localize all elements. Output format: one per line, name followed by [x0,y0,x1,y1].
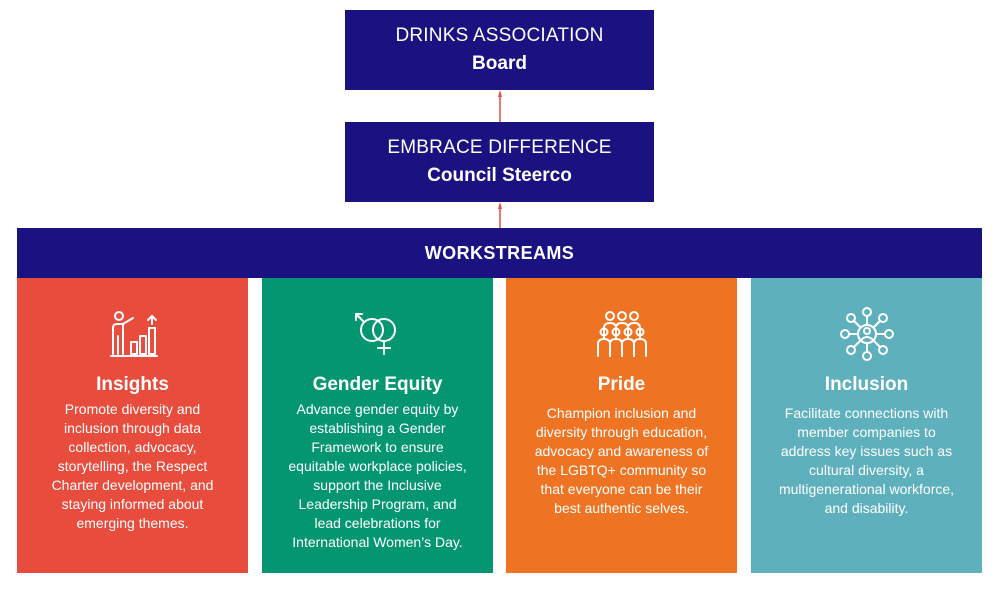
board-title: Board [472,53,527,74]
workstream-card-gender-equity: Gender Equity Advance gender equity by e… [262,278,493,573]
arrow-up-icon [498,202,502,228]
council-node: EMBRACE DIFFERENCE Council Steerco [345,122,654,202]
gender-symbols-icon [354,313,396,355]
council-program-label: EMBRACE DIFFERENCE [387,137,612,158]
card-title: Inclusion [824,374,909,395]
card-description: Promote diversity and inclusion through … [51,401,214,531]
card-title: Insights [96,374,169,395]
group-people-icon [596,311,647,357]
council-title: Council Steerco [427,165,572,186]
card-title: Gender Equity [312,374,443,395]
workstream-card-inclusion: Inclusion Facilitate connections with me… [751,278,982,573]
presenter-chart-icon [109,311,158,357]
board-org-label: DRINKS ASSOCIATION [395,25,604,46]
card-description: Champion inclusion and diversity through… [534,405,709,516]
workstream-card-pride: Pride Champion inclusion and diversity t… [506,278,737,573]
workstream-card-insights: Insights Promote diversity and inclusion… [17,278,248,573]
card-description: Facilitate connections with member compa… [778,405,955,516]
card-title: Pride [597,374,646,395]
card-description: Advance gender equity by establishing a … [288,401,467,550]
workstreams-header: WORKSTREAMS [17,228,982,278]
network-people-icon [839,307,894,361]
arrow-up-icon [498,90,502,122]
board-node: DRINKS ASSOCIATION Board [345,10,654,90]
